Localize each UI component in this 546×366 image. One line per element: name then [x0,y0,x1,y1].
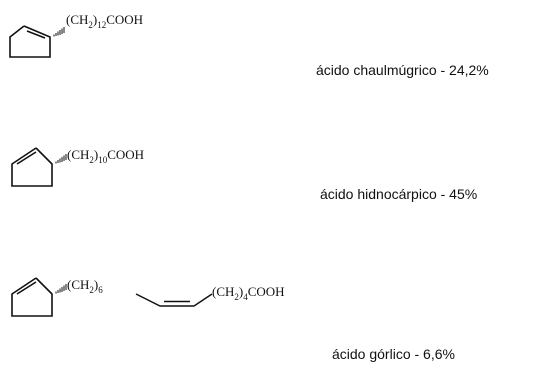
compound-2-structure: (CH2)10COOH [11,147,144,187]
compound-3-structure: (CH2)6 (CH2)4COOH [11,277,285,317]
compound-3-hashed-wedge-bond [55,284,67,294]
compound-1-name: ácido chaulmúgrico - 24,2% [316,62,489,78]
compound-3-cis-double-bond [135,293,213,307]
compound-1-cyclopentene-ring [9,25,51,58]
compound-2-name: ácido hidnocárpico - 45% [320,186,478,202]
compound-3-name: ácido górlico - 6,6% [332,346,455,362]
compound-2-hashed-wedge-bond [55,154,67,164]
compound-2-chain-formula: (CH2)10COOH [67,147,144,165]
compound-1-double-bond [26,30,46,39]
compound-3-chain-formula-start: (CH2)6 [67,277,103,295]
compound-1-structure: (CH2)12COOH [9,12,143,58]
compound-3-double-bond [16,281,37,295]
compound-3-cyclopentene-ring [11,277,53,317]
compound-2-cyclopentene-ring [11,147,53,187]
compound-1-chain-formula: (CH2)12COOH [66,12,143,30]
compound-2-double-bond [16,151,37,165]
compound-3-chain-formula-end: (CH2)4COOH [212,284,285,302]
compound-1-hashed-wedge-bond [53,27,65,37]
